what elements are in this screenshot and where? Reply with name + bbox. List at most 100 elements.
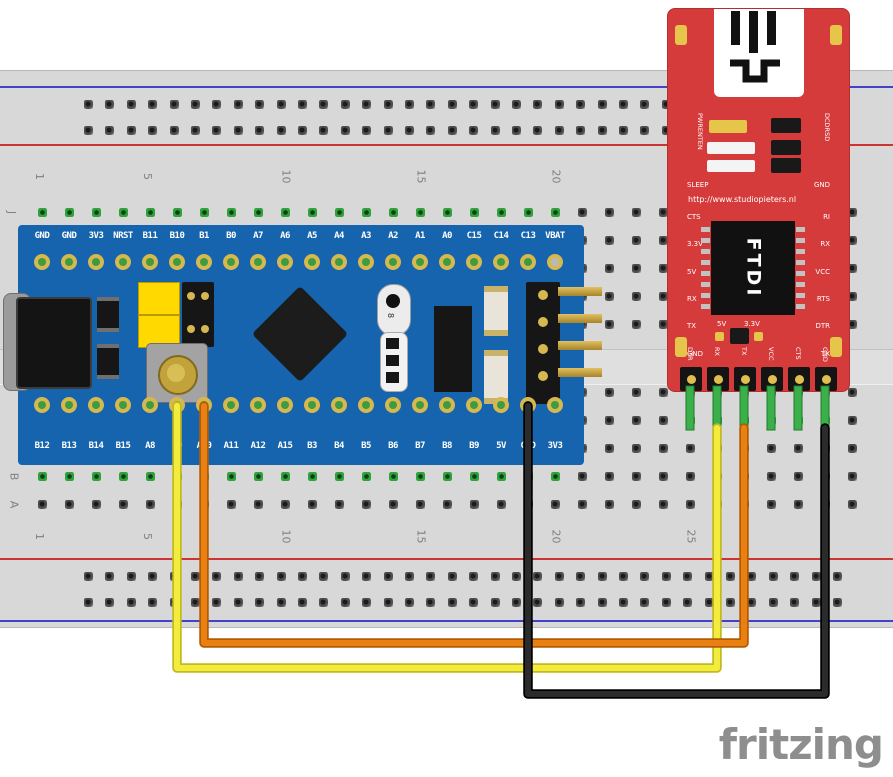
breadboard-rail-hole[interactable] bbox=[105, 597, 114, 607]
breadboard-rail-hole[interactable] bbox=[255, 571, 264, 581]
breadboard-rail-hole[interactable] bbox=[618, 597, 628, 607]
breadboard-hole[interactable] bbox=[334, 471, 344, 481]
breadboard-rail-hole[interactable] bbox=[105, 571, 114, 581]
breadboard-rail-hole[interactable] bbox=[747, 597, 756, 607]
breadboard-hole[interactable] bbox=[631, 235, 641, 245]
breadboard-hole[interactable] bbox=[847, 263, 857, 273]
breadboard-rail-hole[interactable] bbox=[212, 99, 221, 109]
breadboard-hole[interactable] bbox=[658, 471, 668, 481]
breadboard-rail-hole[interactable] bbox=[554, 597, 564, 607]
bluepill-pin[interactable] bbox=[250, 254, 266, 270]
breadboard-hole[interactable] bbox=[658, 415, 668, 425]
breadboard-hole[interactable] bbox=[469, 499, 479, 509]
breadboard-hole[interactable] bbox=[577, 471, 587, 481]
breadboard-rail-hole[interactable] bbox=[447, 597, 457, 607]
breadboard-rail-hole[interactable] bbox=[469, 99, 478, 109]
bluepill-pin[interactable] bbox=[250, 397, 266, 413]
breadboard-hole[interactable] bbox=[847, 207, 857, 217]
breadboard-rail-hole[interactable] bbox=[469, 125, 478, 135]
breadboard-rail-hole[interactable] bbox=[832, 597, 842, 607]
bluepill-pin[interactable] bbox=[196, 254, 212, 270]
breadboard-rail-hole[interactable] bbox=[725, 597, 735, 607]
breadboard-rail-hole[interactable] bbox=[148, 99, 157, 109]
breadboard-rail-hole[interactable] bbox=[511, 597, 521, 607]
breadboard-rail-hole[interactable] bbox=[747, 571, 756, 581]
breadboard-hole[interactable] bbox=[604, 499, 614, 509]
breadboard-hole[interactable] bbox=[415, 207, 425, 217]
bluepill-pin[interactable] bbox=[304, 397, 320, 413]
breadboard-hole[interactable] bbox=[226, 499, 236, 509]
breadboard-rail-hole[interactable] bbox=[554, 571, 564, 581]
breadboard-rail-hole[interactable] bbox=[190, 125, 200, 135]
breadboard-rail-hole[interactable] bbox=[148, 571, 157, 581]
breadboard-rail-hole[interactable] bbox=[511, 571, 521, 581]
breadboard-hole[interactable] bbox=[766, 443, 776, 453]
breadboard-hole[interactable] bbox=[631, 319, 641, 329]
breadboard-hole[interactable] bbox=[631, 263, 641, 273]
breadboard-hole[interactable] bbox=[361, 207, 371, 217]
breadboard-rail-hole[interactable] bbox=[533, 571, 542, 581]
breadboard-rail-hole[interactable] bbox=[533, 125, 542, 135]
breadboard-hole[interactable] bbox=[847, 235, 857, 245]
breadboard-rail-hole[interactable] bbox=[404, 571, 414, 581]
breadboard-rail-hole[interactable] bbox=[362, 597, 371, 607]
breadboard-hole[interactable] bbox=[37, 499, 47, 509]
breadboard-hole[interactable] bbox=[847, 319, 857, 329]
breadboard-rail-hole[interactable] bbox=[383, 571, 393, 581]
breadboard-rail-hole[interactable] bbox=[255, 597, 264, 607]
breadboard-rail-hole[interactable] bbox=[533, 99, 542, 109]
breadboard-rail-hole[interactable] bbox=[661, 571, 671, 581]
breadboard-rail-hole[interactable] bbox=[704, 571, 714, 581]
breadboard-hole[interactable] bbox=[415, 499, 425, 509]
breadboard-rail-hole[interactable] bbox=[404, 125, 414, 135]
bluepill-pin[interactable] bbox=[358, 397, 374, 413]
breadboard-rail-hole[interactable] bbox=[319, 99, 328, 109]
breadboard-hole[interactable] bbox=[469, 207, 479, 217]
wire-yellow[interactable] bbox=[174, 403, 720, 671]
bluepill-pin[interactable] bbox=[304, 254, 320, 270]
bluepill-pin[interactable] bbox=[439, 254, 455, 270]
breadboard-rail-hole[interactable] bbox=[383, 125, 393, 135]
breadboard-rail-hole[interactable] bbox=[832, 571, 842, 581]
breadboard-rail-hole[interactable] bbox=[190, 597, 200, 607]
bluepill-pin[interactable] bbox=[169, 254, 185, 270]
breadboard-rail-hole[interactable] bbox=[319, 125, 328, 135]
breadboard-hole[interactable] bbox=[118, 207, 128, 217]
ftdi-board[interactable]: PWRENTEN DCDRSD SLEEP GND http://www.stu… bbox=[667, 8, 850, 392]
mini-usb-port[interactable] bbox=[714, 9, 804, 97]
breadboard-hole[interactable] bbox=[145, 471, 155, 481]
breadboard-hole[interactable] bbox=[793, 471, 803, 481]
wire-orange[interactable] bbox=[201, 403, 747, 646]
bluepill-pin[interactable] bbox=[331, 254, 347, 270]
breadboard-hole[interactable] bbox=[280, 499, 290, 509]
breadboard-rail-hole[interactable] bbox=[212, 597, 221, 607]
bluepill-pin[interactable] bbox=[466, 397, 482, 413]
breadboard-hole[interactable] bbox=[388, 499, 398, 509]
breadboard-rail-hole[interactable] bbox=[404, 99, 414, 109]
wire-black[interactable] bbox=[525, 403, 828, 697]
breadboard-rail-hole[interactable] bbox=[383, 597, 393, 607]
breadboard-rail-hole[interactable] bbox=[255, 99, 264, 109]
breadboard-hole[interactable] bbox=[658, 319, 668, 329]
breadboard-hole[interactable] bbox=[442, 499, 452, 509]
breadboard-rail-hole[interactable] bbox=[618, 125, 628, 135]
bluepill-pin[interactable] bbox=[223, 254, 239, 270]
breadboard-rail-hole[interactable] bbox=[83, 597, 93, 607]
breadboard-rail-hole[interactable] bbox=[490, 125, 500, 135]
breadboard-hole[interactable] bbox=[658, 235, 668, 245]
breadboard-rail-hole[interactable] bbox=[190, 571, 200, 581]
breadboard-rail-hole[interactable] bbox=[426, 125, 435, 135]
breadboard-rail-hole[interactable] bbox=[469, 597, 478, 607]
bluepill-pin[interactable] bbox=[115, 254, 131, 270]
bluepill-pin[interactable] bbox=[277, 254, 293, 270]
breadboard-hole[interactable] bbox=[631, 207, 641, 217]
breadboard-rail-hole[interactable] bbox=[597, 597, 607, 607]
breadboard-rail-hole[interactable] bbox=[811, 597, 821, 607]
breadboard-hole[interactable] bbox=[766, 471, 776, 481]
breadboard-rail-hole[interactable] bbox=[276, 99, 286, 109]
breadboard-rail-hole[interactable] bbox=[126, 125, 136, 135]
breadboard-rail-hole[interactable] bbox=[426, 99, 435, 109]
breadboard-rail-hole[interactable] bbox=[661, 597, 671, 607]
breadboard-rail-hole[interactable] bbox=[340, 597, 350, 607]
breadboard-hole[interactable] bbox=[658, 387, 668, 397]
